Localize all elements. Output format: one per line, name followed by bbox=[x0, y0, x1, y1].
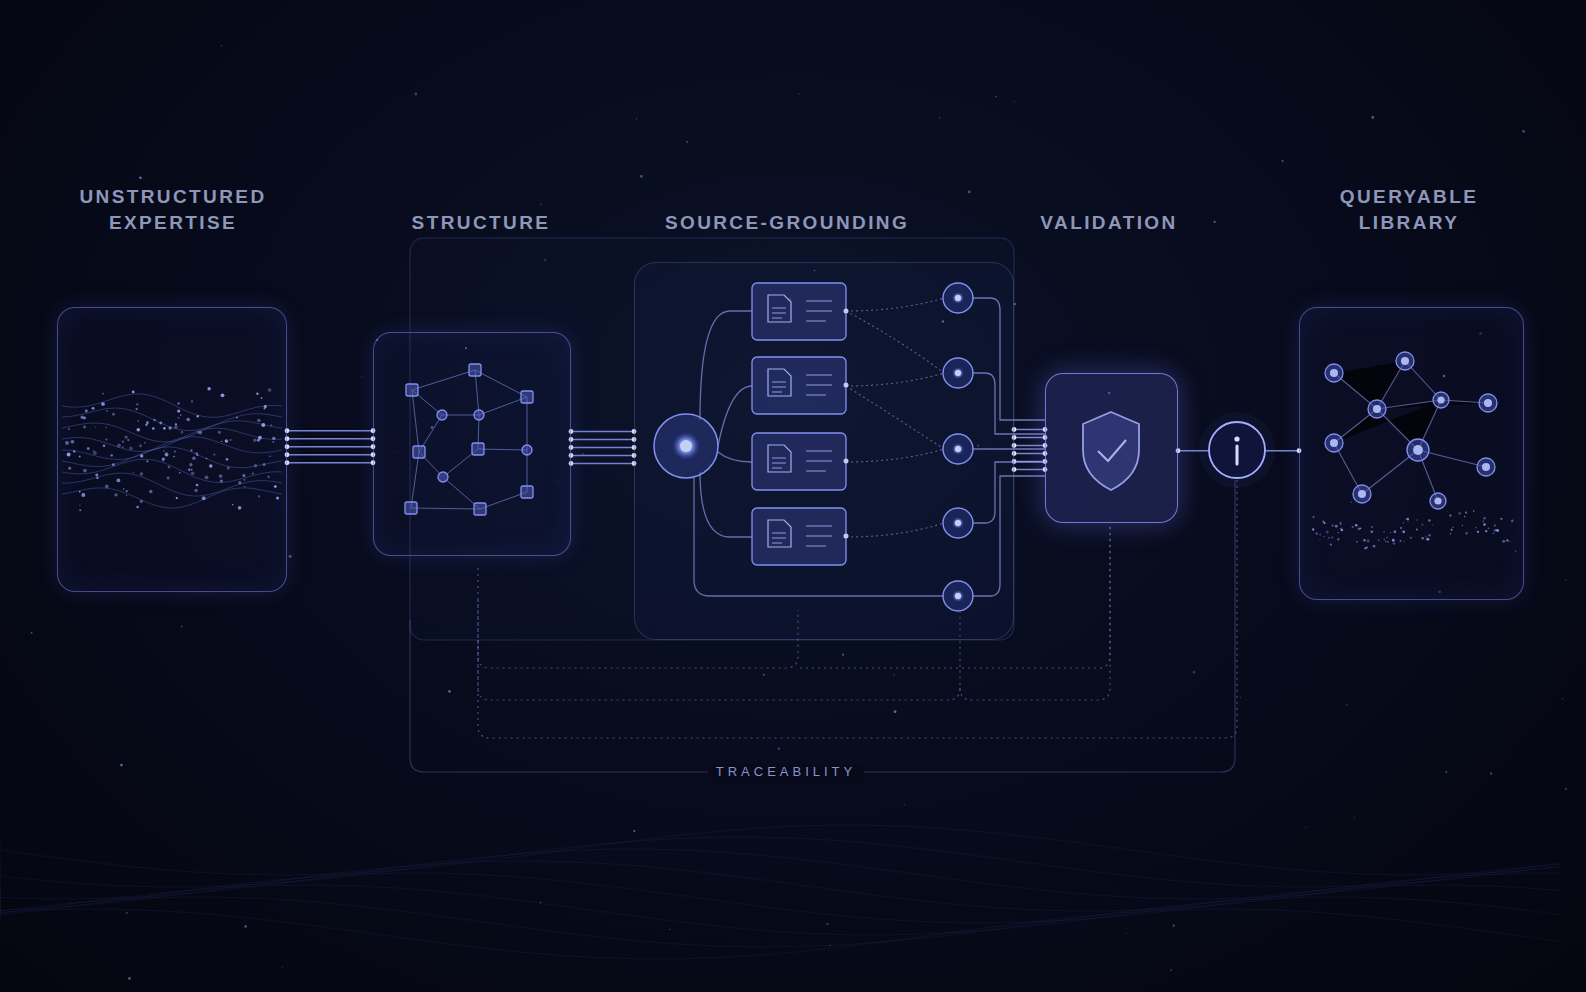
wave-line bbox=[0, 849, 1560, 899]
connector bbox=[285, 428, 376, 465]
star bbox=[282, 967, 283, 968]
info-dot bbox=[1234, 436, 1239, 441]
star bbox=[686, 141, 688, 143]
star bbox=[120, 764, 123, 767]
star bbox=[636, 118, 637, 119]
validation-box: VALIDATION bbox=[1045, 373, 1178, 523]
star bbox=[763, 674, 765, 676]
star bbox=[361, 377, 362, 378]
star bbox=[139, 176, 142, 179]
star bbox=[1282, 160, 1284, 162]
wave-line bbox=[0, 897, 1560, 947]
star bbox=[1193, 671, 1196, 674]
wave-line bbox=[0, 837, 1560, 887]
bottom-wave bbox=[0, 825, 1560, 959]
star bbox=[1490, 772, 1492, 774]
stars bbox=[31, 45, 1568, 980]
star bbox=[1354, 817, 1355, 818]
wave-line bbox=[0, 909, 1560, 959]
star bbox=[414, 93, 417, 96]
stage-heading: STRUCTURE bbox=[351, 210, 611, 236]
star bbox=[128, 977, 131, 980]
stage-heading: QUERYABLE LIBRARY bbox=[1299, 184, 1519, 236]
star bbox=[842, 654, 844, 656]
star bbox=[1173, 924, 1175, 926]
connector-line bbox=[287, 431, 373, 463]
star bbox=[1240, 697, 1241, 698]
info-icon bbox=[1209, 422, 1265, 478]
stage-heading: UNSTRUCTURED EXPERTISE bbox=[63, 184, 283, 236]
star bbox=[826, 923, 828, 925]
star bbox=[1565, 579, 1567, 581]
star bbox=[289, 555, 292, 558]
star bbox=[1170, 969, 1172, 971]
star bbox=[1562, 698, 1564, 700]
star bbox=[968, 191, 971, 194]
star bbox=[1125, 933, 1126, 934]
star bbox=[1445, 771, 1447, 773]
star bbox=[540, 204, 542, 206]
stage-heading: SOURCE-GROUNDING bbox=[622, 210, 952, 236]
input-box: UNSTRUCTURED EXPERTISE bbox=[57, 307, 287, 592]
traceability-label: TRACEABILITY bbox=[708, 764, 864, 780]
star bbox=[181, 626, 182, 627]
star bbox=[1346, 704, 1348, 706]
star bbox=[244, 925, 247, 928]
star bbox=[894, 710, 897, 713]
star bbox=[1305, 827, 1306, 828]
star bbox=[448, 690, 451, 693]
star bbox=[798, 93, 799, 94]
star bbox=[221, 45, 222, 46]
star bbox=[939, 117, 941, 119]
info-bar bbox=[1236, 446, 1239, 464]
star bbox=[995, 96, 996, 97]
wave-line bbox=[0, 861, 1560, 911]
star bbox=[1565, 788, 1568, 791]
star bbox=[893, 674, 894, 675]
wave-line bbox=[0, 825, 1560, 875]
structure-box: STRUCTURE bbox=[373, 332, 571, 556]
star bbox=[126, 912, 128, 914]
star bbox=[1371, 116, 1374, 119]
star bbox=[1213, 221, 1215, 223]
library-box: QUERYABLE LIBRARY bbox=[1299, 307, 1524, 600]
star bbox=[669, 929, 670, 930]
star bbox=[1522, 130, 1525, 133]
stage-heading: VALIDATION bbox=[989, 210, 1229, 236]
star bbox=[31, 632, 33, 634]
star bbox=[904, 804, 905, 805]
grounding-panel: SOURCE-GROUNDING bbox=[634, 262, 1014, 640]
star bbox=[1014, 101, 1015, 102]
wave-line bbox=[0, 885, 1560, 935]
star bbox=[633, 830, 635, 832]
star bbox=[640, 175, 643, 178]
info-halo bbox=[1199, 412, 1275, 488]
star bbox=[778, 747, 780, 749]
